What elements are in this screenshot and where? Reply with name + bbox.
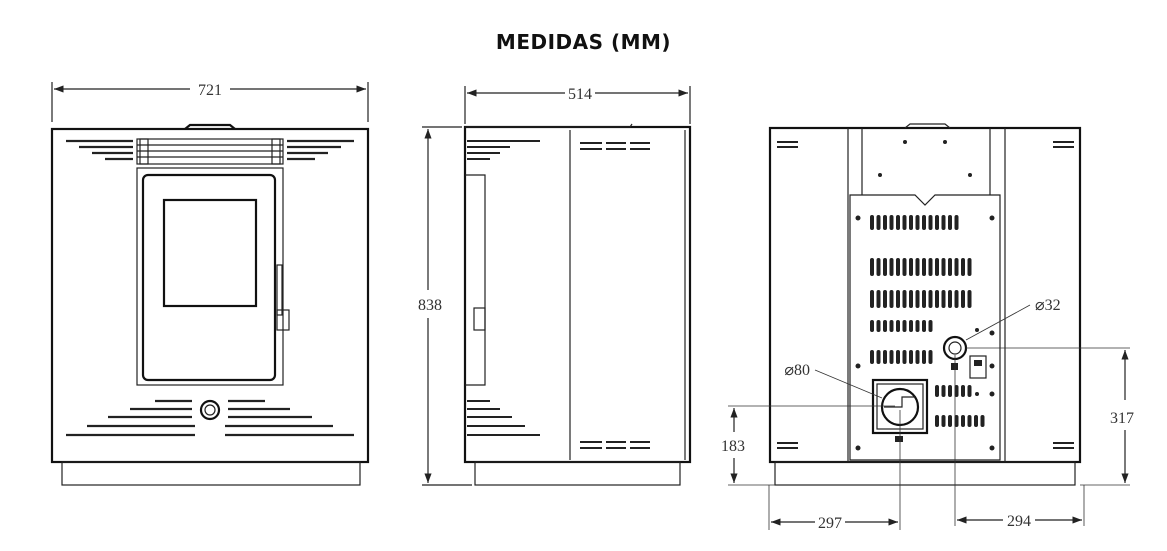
outlet-80-offset-label: 297 — [818, 515, 842, 532]
vent-slot — [941, 290, 946, 308]
vent-slot — [876, 290, 881, 308]
vent-slot — [889, 320, 894, 332]
vent-slot — [915, 290, 920, 308]
vent-slot — [980, 415, 985, 427]
vent-slot — [915, 258, 920, 276]
outlet-32-height-label: 317 — [1110, 410, 1134, 427]
vent-slot — [909, 320, 913, 332]
vent-slot — [896, 350, 900, 364]
vent-slot — [889, 215, 894, 230]
vent-slot — [974, 415, 978, 427]
vent-slot — [948, 415, 952, 427]
vent-slot — [902, 215, 907, 230]
vent-slot — [883, 350, 887, 364]
vent-slot — [961, 415, 965, 427]
vent-slot — [876, 320, 881, 332]
vent-slot — [909, 258, 913, 276]
vent-slot — [967, 385, 972, 397]
outlet-32-offset-label: 294 — [1007, 513, 1031, 530]
vent-slot — [870, 290, 874, 308]
outlet-80-height-label: 183 — [721, 438, 745, 455]
vent-slot — [928, 320, 933, 332]
vent-slot — [935, 215, 939, 230]
vent-slot — [909, 290, 913, 308]
vent-slot — [922, 215, 926, 230]
vent-slot — [876, 258, 881, 276]
vent-slot — [909, 215, 913, 230]
vent-slot — [948, 385, 952, 397]
vent-slot — [896, 290, 900, 308]
vent-slot — [954, 290, 959, 308]
outlet-32-label: ⌀32 — [1035, 297, 1061, 314]
vent-slot — [922, 258, 926, 276]
vent-slot — [902, 350, 907, 364]
vent-slot — [896, 320, 900, 332]
vent-slot — [915, 350, 920, 364]
vent-slot — [922, 350, 926, 364]
page-title: MEDIDAS (MM) — [495, 30, 672, 54]
width-dimension-label: 721 — [198, 82, 222, 99]
vent-slot — [961, 290, 965, 308]
vent-slot — [941, 258, 946, 276]
vent-slot — [941, 415, 946, 427]
vent-slot — [941, 385, 946, 397]
vent-slot — [935, 415, 939, 427]
vent-slot — [915, 320, 920, 332]
vent-slot — [941, 215, 946, 230]
vent-slot — [870, 215, 874, 230]
vent-slot — [967, 415, 972, 427]
vent-slot — [967, 258, 972, 276]
vent-slot — [928, 350, 933, 364]
vent-slot — [883, 320, 887, 332]
vent-slot — [870, 258, 874, 276]
vent-slot — [896, 215, 900, 230]
vent-slot — [928, 215, 933, 230]
side-view: 514 838 — [418, 86, 692, 486]
vent-slot — [928, 290, 933, 308]
vent-slot — [948, 215, 952, 230]
height-dimension-label: 838 — [418, 297, 442, 314]
vent-slot — [954, 258, 959, 276]
vent-slot — [889, 350, 894, 364]
knob-icon — [199, 399, 221, 421]
vent-slot — [954, 385, 959, 397]
vent-slot — [902, 290, 907, 308]
vent-slot — [902, 320, 907, 332]
vent-slot — [935, 385, 939, 397]
vent-slot — [876, 215, 881, 230]
vent-slot — [883, 258, 887, 276]
vent-slot — [961, 258, 965, 276]
vent-slot — [915, 215, 920, 230]
vent-slot — [935, 258, 939, 276]
vent-slot — [870, 320, 874, 332]
vent-slot — [961, 385, 965, 397]
vent-slot — [922, 290, 926, 308]
vent-slot — [922, 320, 926, 332]
outlet-80-label: ⌀80 — [784, 362, 810, 379]
front-view: 721 — [50, 82, 370, 486]
vent-slot — [902, 258, 907, 276]
depth-dimension-label: 514 — [568, 86, 592, 103]
vent-slot — [967, 290, 972, 308]
vent-slot — [948, 258, 952, 276]
vent-slot — [896, 258, 900, 276]
vent-slot — [928, 258, 933, 276]
vent-slot — [948, 290, 952, 308]
vent-slot — [883, 290, 887, 308]
vent-slot — [883, 215, 887, 230]
vent-slot — [954, 215, 959, 230]
back-view: ⌀32 ⌀80 317 183 297 294 — [721, 123, 1134, 532]
vent-slot — [870, 350, 874, 364]
vent-slot — [935, 290, 939, 308]
vent-slot — [889, 290, 894, 308]
vent-slot — [876, 350, 881, 364]
vent-slot — [909, 350, 913, 364]
vent-slot — [889, 258, 894, 276]
vent-slot — [954, 415, 959, 427]
